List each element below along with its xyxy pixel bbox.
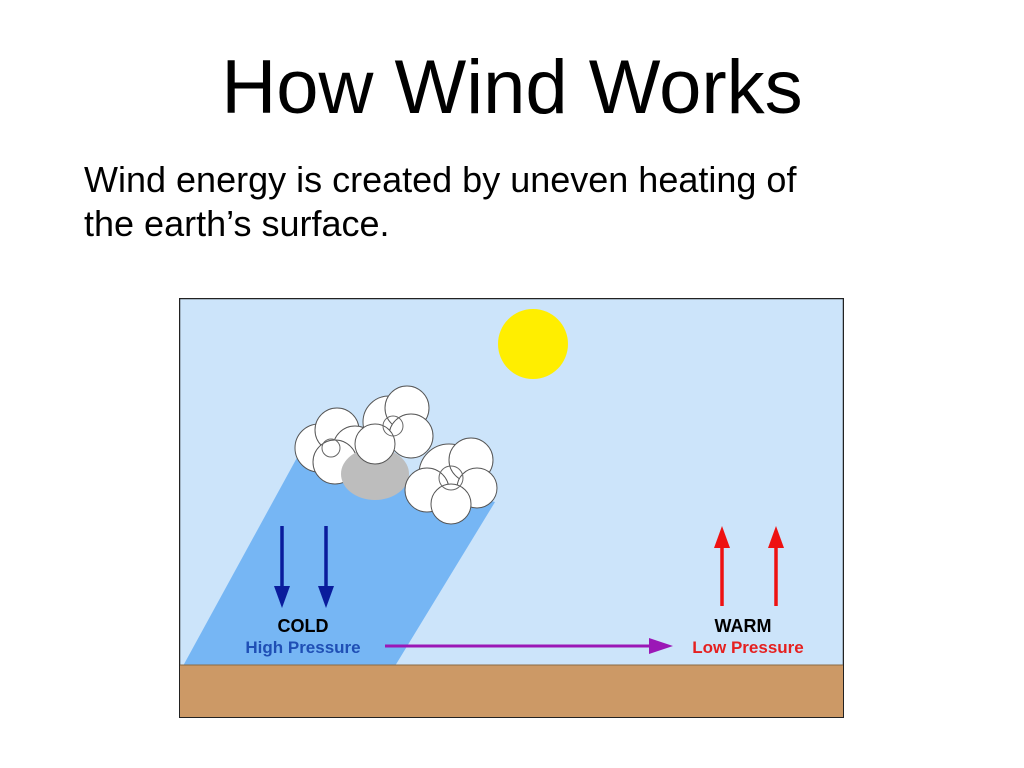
slide-title: How Wind Works xyxy=(221,45,803,130)
cloud-shadow-icon xyxy=(341,448,409,500)
warm-label: WARM xyxy=(715,616,772,636)
cold-down-arrow-icon xyxy=(274,526,290,608)
cloud-right-icon xyxy=(404,437,498,525)
cloud-middle-icon xyxy=(354,385,434,465)
body-text-line-2: the earth’s surface. xyxy=(84,203,390,244)
sun-icon xyxy=(498,309,568,379)
wind-diagram-svg: COLD High Pressure WARM Low Pressure xyxy=(179,298,844,718)
low-pressure-label: Low Pressure xyxy=(692,638,804,657)
cloud-group-icon xyxy=(294,385,498,525)
cold-label: COLD xyxy=(278,616,329,636)
wind-direction-arrow-icon xyxy=(385,638,673,654)
warm-up-arrow-icon xyxy=(714,526,730,606)
cold-down-arrow-icon xyxy=(318,526,334,608)
wind-diagram: COLD High Pressure WARM Low Pressure xyxy=(179,298,844,718)
warm-up-arrow-icon xyxy=(768,526,784,606)
ground xyxy=(180,665,843,717)
slide-body-text: Wind energy is created by uneven heating… xyxy=(84,158,964,246)
high-pressure-label: High Pressure xyxy=(245,638,360,657)
body-text-line-1: Wind energy is created by uneven heating… xyxy=(84,159,797,200)
